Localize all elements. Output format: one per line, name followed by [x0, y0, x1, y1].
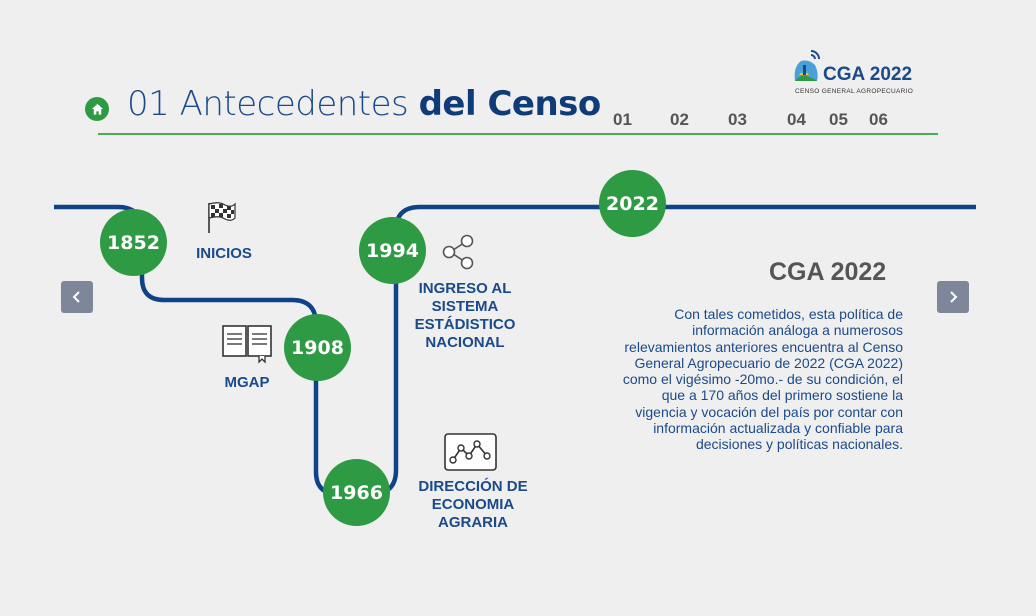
open-book-icon	[222, 325, 272, 364]
chevron-left-icon	[72, 291, 80, 303]
panel-text: Con tales cometidos, esta política de in…	[622, 306, 903, 453]
next-button[interactable]	[937, 281, 969, 313]
prev-button[interactable]	[61, 281, 93, 313]
nav-item-03[interactable]: 03	[728, 110, 747, 129]
label-inicios: INICIOS	[196, 245, 252, 262]
nav-item-01[interactable]: 01	[613, 110, 632, 129]
year-node-1908[interactable]: 1908	[284, 314, 351, 381]
nav-item-06[interactable]: 06	[869, 110, 888, 129]
label-direccion: DIRECCIÓN DE ECONOMIA AGRARIA	[402, 478, 544, 532]
chevron-right-icon	[950, 291, 958, 303]
line-chart-icon	[444, 433, 497, 471]
nav-item-05[interactable]: 05	[829, 110, 848, 129]
nav-item-04[interactable]: 04	[787, 110, 806, 129]
page-title: 01 Antecedentes del Censo	[127, 84, 601, 124]
title-bold: del Censo	[418, 84, 602, 124]
checkered-flag-icon	[208, 202, 236, 233]
year-node-1852[interactable]: 1852	[100, 209, 167, 276]
label-ingreso-line: ESTÁDISTICO	[414, 316, 516, 333]
home-button[interactable]	[85, 97, 109, 121]
label-direccion-line: DIRECCIÓN DE	[418, 478, 528, 495]
title-light: 01 Antecedentes	[127, 84, 409, 124]
label-ingreso: INGRESO AL SISTEMA ESTÁDISTICO NACIONAL	[400, 280, 530, 352]
logo-subtitle: CENSO GENERAL AGROPECUARIO	[795, 88, 914, 95]
home-icon	[91, 103, 103, 115]
share-icon	[442, 234, 474, 270]
cga-logo-icon	[794, 50, 820, 81]
label-mgap: MGAP	[224, 374, 270, 391]
year-node-2022[interactable]: 2022	[599, 170, 666, 237]
logo-name: CGA 2022	[823, 64, 913, 85]
panel-title: CGA 2022	[769, 258, 887, 286]
label-direccion-line: AGRARIA	[438, 514, 508, 531]
label-ingreso-line: INGRESO AL	[418, 280, 512, 297]
label-ingreso-line: NACIONAL	[425, 334, 505, 351]
header-divider	[98, 133, 938, 135]
label-ingreso-line: SISTEMA	[431, 298, 499, 315]
nav-item-02[interactable]: 02	[670, 110, 689, 129]
year-node-1966[interactable]: 1966	[323, 459, 390, 526]
label-direccion-line: ECONOMIA	[431, 496, 515, 513]
year-node-1994[interactable]: 1994	[359, 217, 426, 284]
